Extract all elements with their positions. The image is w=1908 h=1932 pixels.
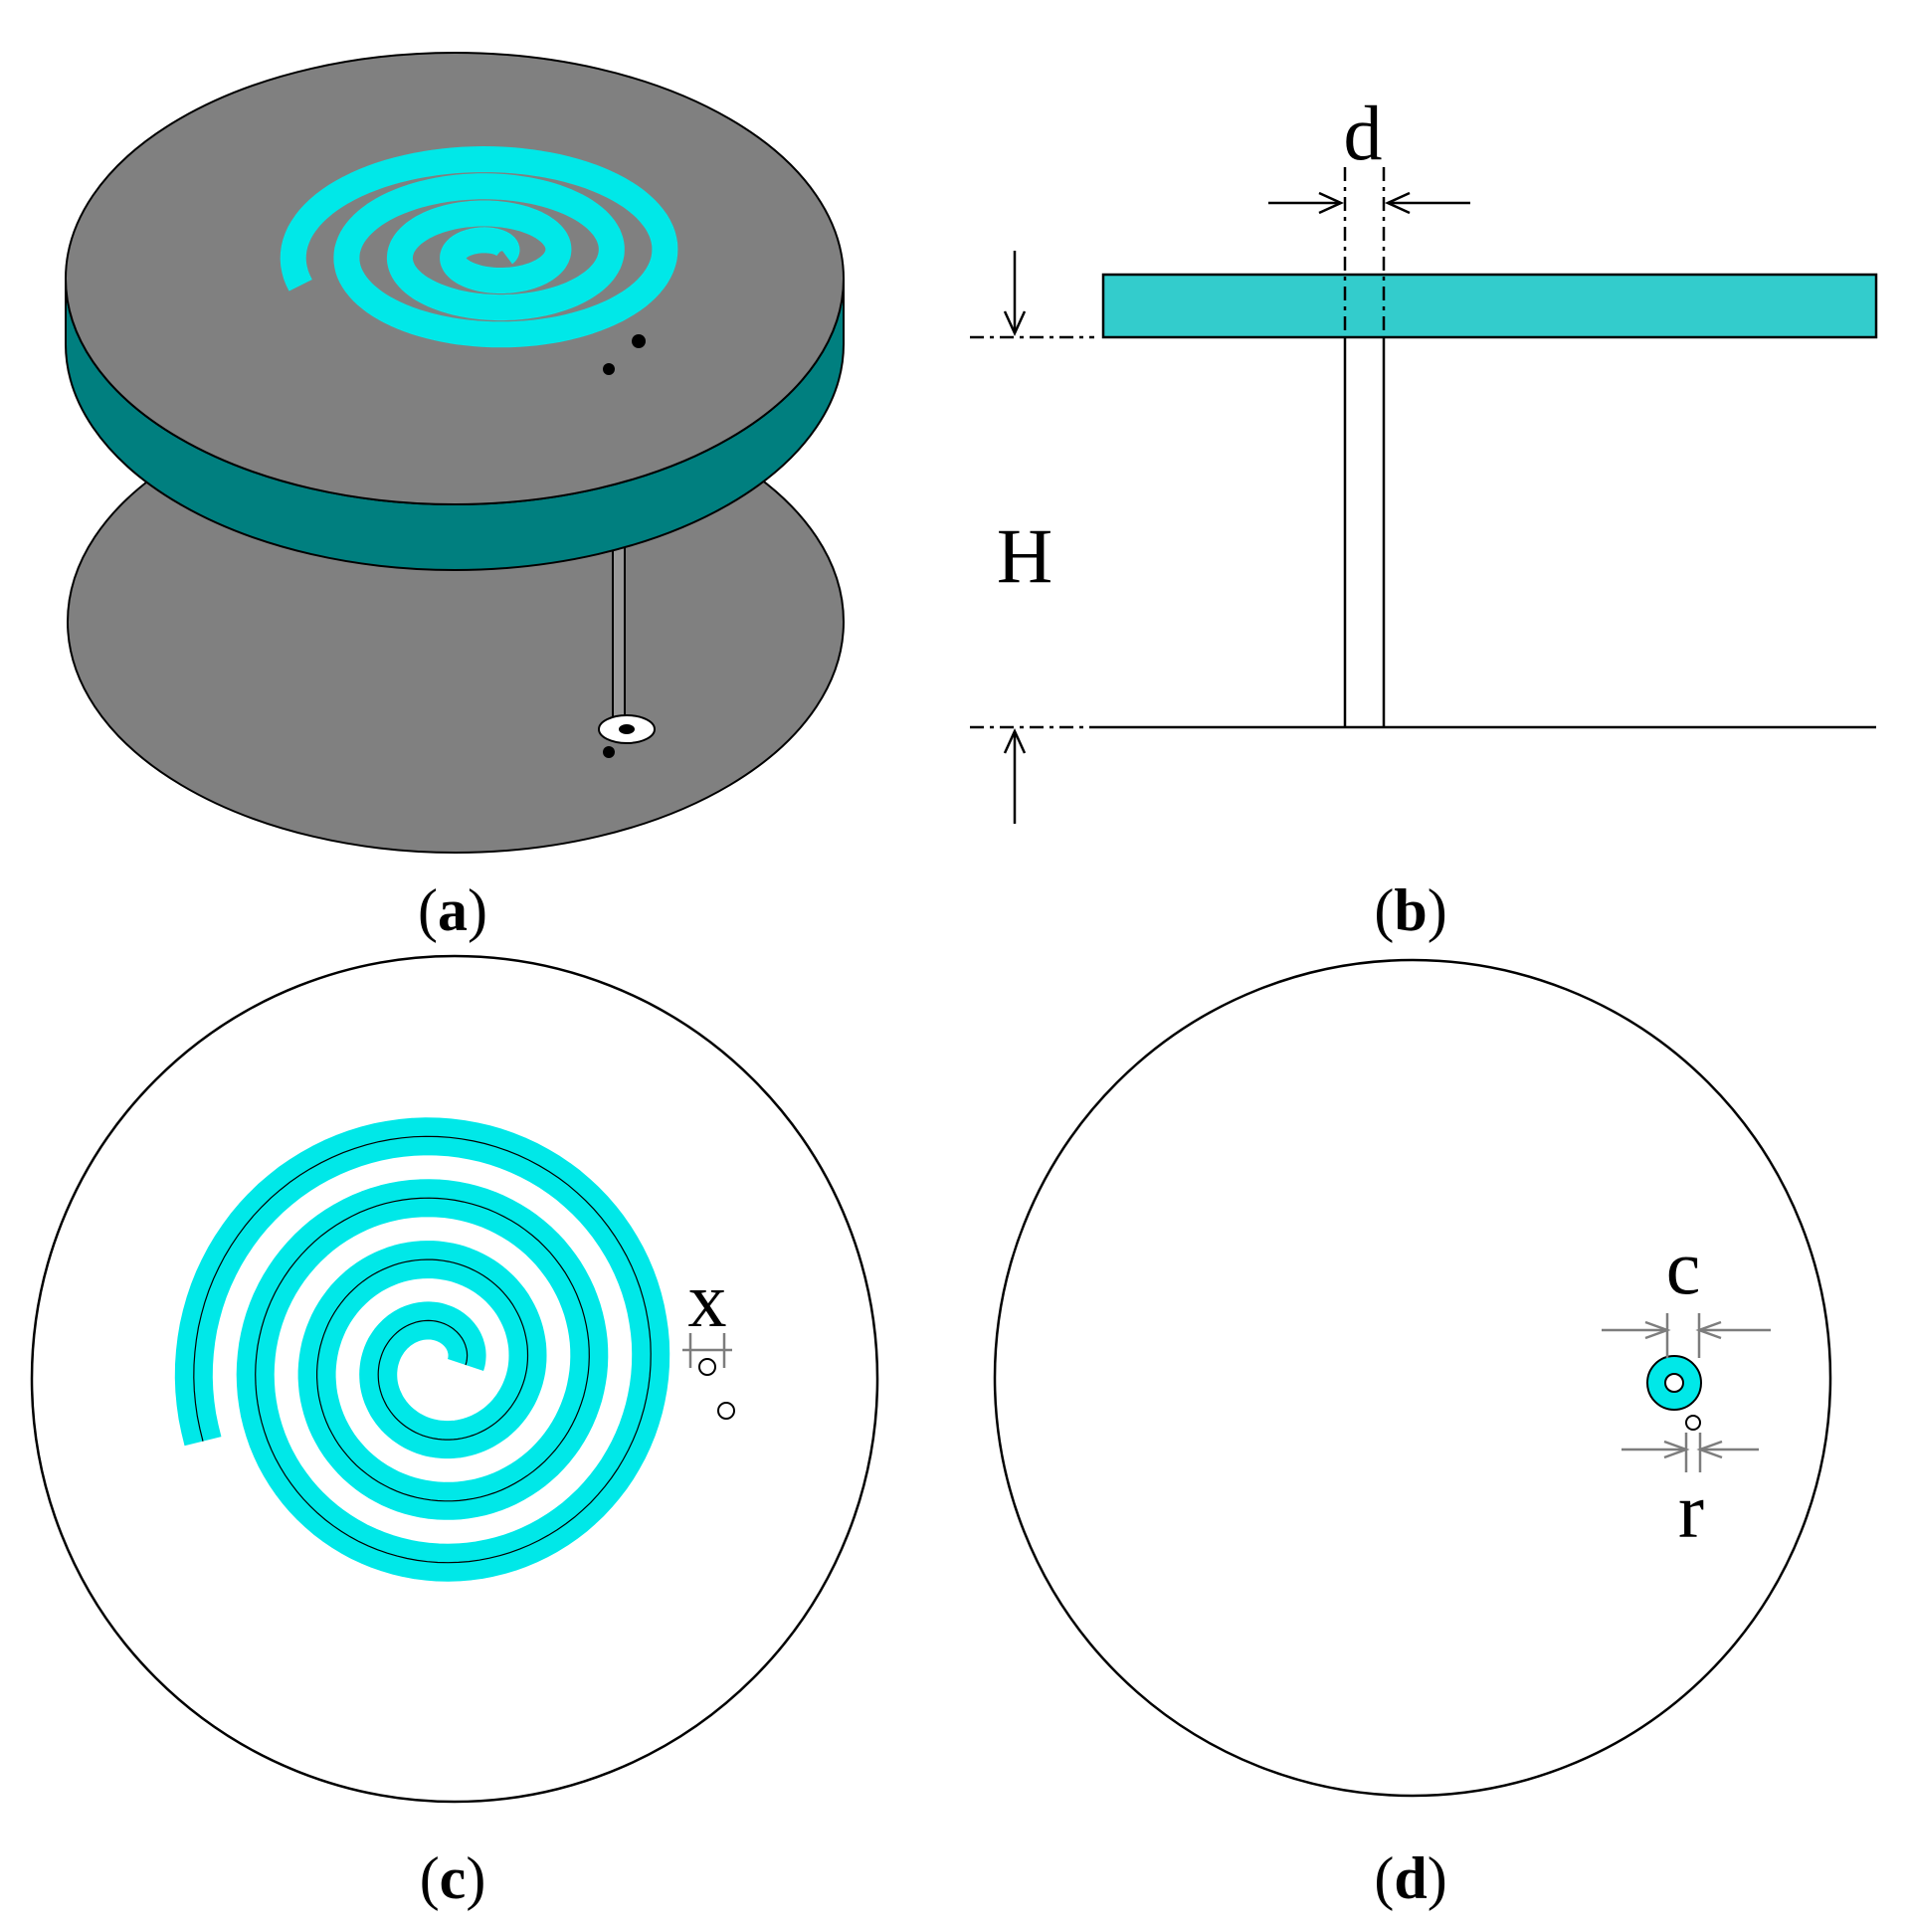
patch-feed-dot (603, 363, 615, 375)
dim-label-H: H (997, 512, 1052, 599)
panel-c-top-view: x (30, 954, 879, 1804)
caption-d: (d) (1374, 1845, 1446, 1911)
dim-label-c: c (1666, 1224, 1701, 1310)
feed-port-dot (603, 746, 615, 758)
d-arrowhead-right (1384, 191, 1411, 215)
h-arrowhead-top (1003, 310, 1027, 337)
dim-label-x: x (688, 1256, 727, 1343)
substrate-section (1101, 273, 1878, 339)
spiral-patch-3d (280, 146, 678, 348)
caption-a: (a) (418, 877, 487, 943)
caption-c: (c) (420, 1845, 486, 1911)
spiral-short-hole (717, 1402, 735, 1420)
dim-label-d: d (1344, 90, 1383, 176)
dim-label-r: r (1678, 1467, 1704, 1554)
caption-b: (b) (1374, 877, 1446, 943)
patch-via-dot (632, 334, 646, 348)
coax-inner-hole (1664, 1373, 1684, 1393)
d-arrowhead-left (1318, 191, 1345, 215)
spiral-feed-hole (698, 1358, 716, 1376)
panel-a-3d-view (65, 52, 845, 854)
substrate-outline-d (993, 958, 1832, 1798)
panel-b-side-view: d H (970, 90, 1878, 824)
substrate-outline-c (30, 954, 879, 1804)
panel-d-ground-view: c r (993, 958, 1832, 1798)
short-pin-hole (1685, 1415, 1701, 1431)
h-arrowhead-bottom (1003, 727, 1027, 754)
spiral-patch-outline (193, 1135, 652, 1564)
feed-port-core (619, 724, 635, 734)
